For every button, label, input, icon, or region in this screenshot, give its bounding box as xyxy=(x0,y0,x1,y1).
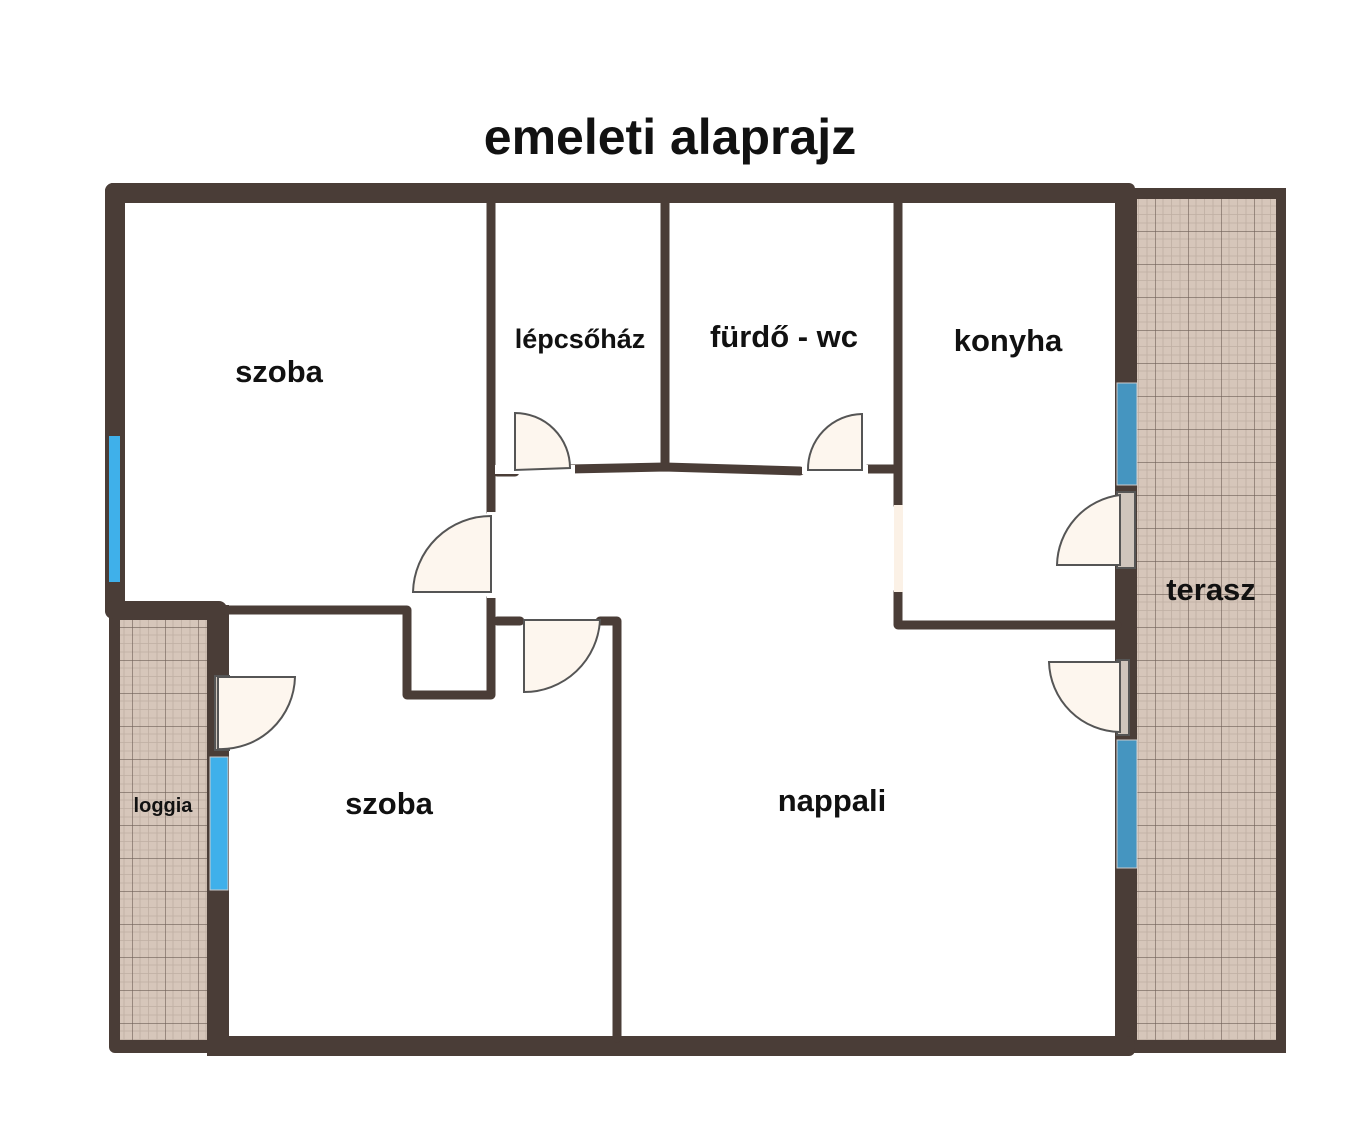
door-terrace-kitchen[interactable] xyxy=(1055,491,1136,569)
kitchen-opening xyxy=(894,505,903,592)
window-terrace-1 xyxy=(1116,382,1138,486)
room-label-szoba-2: szoba xyxy=(345,786,434,821)
room-label-nappali: nappali xyxy=(778,783,887,818)
door-room-1[interactable] xyxy=(411,512,496,598)
door-loggia[interactable] xyxy=(214,675,297,751)
room-label-lepcsohaz: lépcsőház xyxy=(515,324,646,354)
room-label-konyha: konyha xyxy=(954,323,1063,358)
room-label-szoba-1: szoba xyxy=(235,354,324,389)
window-terrace-2 xyxy=(1116,739,1138,869)
door-stairwell[interactable] xyxy=(495,411,575,474)
room-label-loggia: loggia xyxy=(134,795,194,817)
window-left xyxy=(109,436,120,582)
room-label-furdo: fürdő - wc xyxy=(710,319,858,354)
door-terrace-living[interactable] xyxy=(1047,659,1130,736)
door-bathroom[interactable] xyxy=(802,412,868,474)
interior-walls xyxy=(220,197,1122,1043)
room-label-terasz: terasz xyxy=(1166,572,1256,607)
window-loggia xyxy=(209,756,229,891)
door-room-2[interactable] xyxy=(523,619,602,694)
plan-title: emeleti alaprajz xyxy=(484,109,856,165)
loggia xyxy=(109,605,227,1053)
terrace xyxy=(1130,188,1286,1053)
